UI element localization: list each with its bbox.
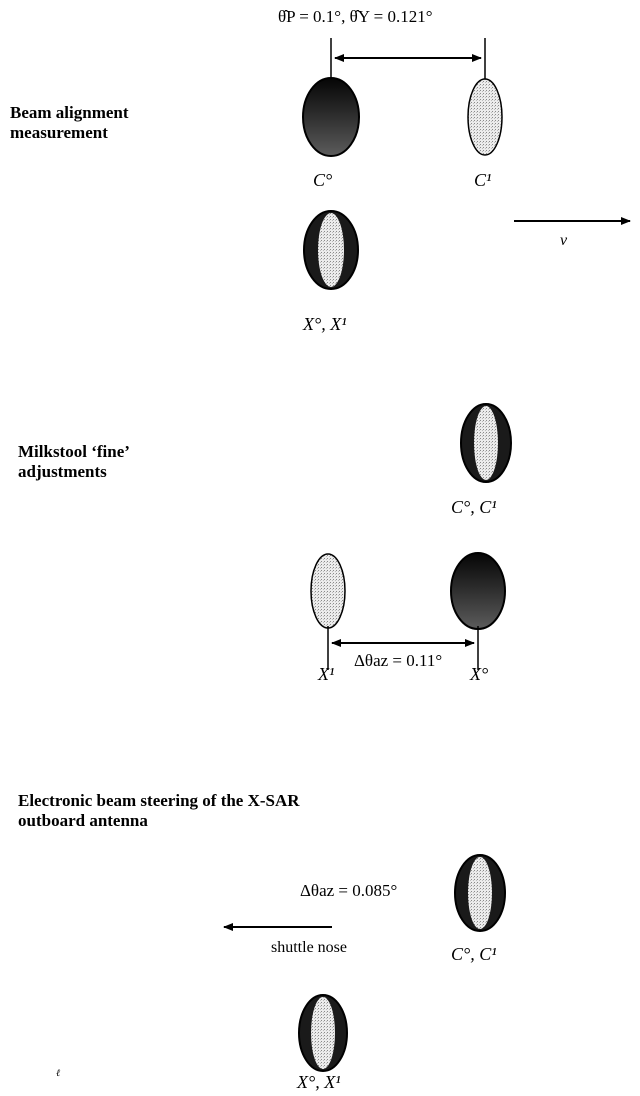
label-c1: C¹: [474, 170, 492, 190]
stray-mark: ℓ: [56, 1068, 61, 1079]
section-title-beam-alignment: Beam alignment measurement: [10, 103, 129, 142]
label-x0-x1: X°, X¹: [303, 314, 347, 334]
beam-x1-ellipse: [310, 553, 346, 629]
steering-offset-equation: Δθaz = 0.085°: [300, 881, 398, 900]
shuttle-nose-label: shuttle nose: [271, 939, 347, 956]
label-c0: C°: [313, 170, 333, 190]
beam-c-overlap-ellipse: [460, 403, 512, 483]
section-title-milkstool: Milkstool ‘fine’ adjustments: [18, 442, 129, 481]
beam-x-overlap-ellipse: [303, 210, 359, 290]
label-x1: X¹: [318, 664, 335, 684]
label-x0: X°: [470, 664, 489, 684]
label-c0-c1-steered: C°, C¹: [451, 944, 497, 964]
azimuth-offset-equation: Δθaz = 0.11°: [354, 651, 443, 670]
beam-c1-ellipse: [467, 78, 503, 156]
label-x0-x1-steered: X°, X¹: [297, 1072, 341, 1092]
beam-c0-ellipse: [302, 77, 360, 157]
section2-diagram: [310, 403, 512, 670]
alignment-angles-equation: θ̂P = 0.1°, θ̂Y = 0.121°: [278, 7, 433, 26]
beam-x-overlap-ellipse-steered: [298, 994, 348, 1072]
section-title-electronic-steering: Electronic beam steering of the X-SAR ou…: [18, 791, 300, 830]
velocity-vector-label: v⃗: [560, 232, 580, 249]
label-c0-c1: C°, C¹: [451, 497, 497, 517]
beam-x0-ellipse: [450, 552, 506, 630]
beam-c-overlap-ellipse-steered: [454, 854, 506, 932]
section3-diagram: [223, 854, 506, 1072]
section1-diagram: [302, 38, 631, 290]
